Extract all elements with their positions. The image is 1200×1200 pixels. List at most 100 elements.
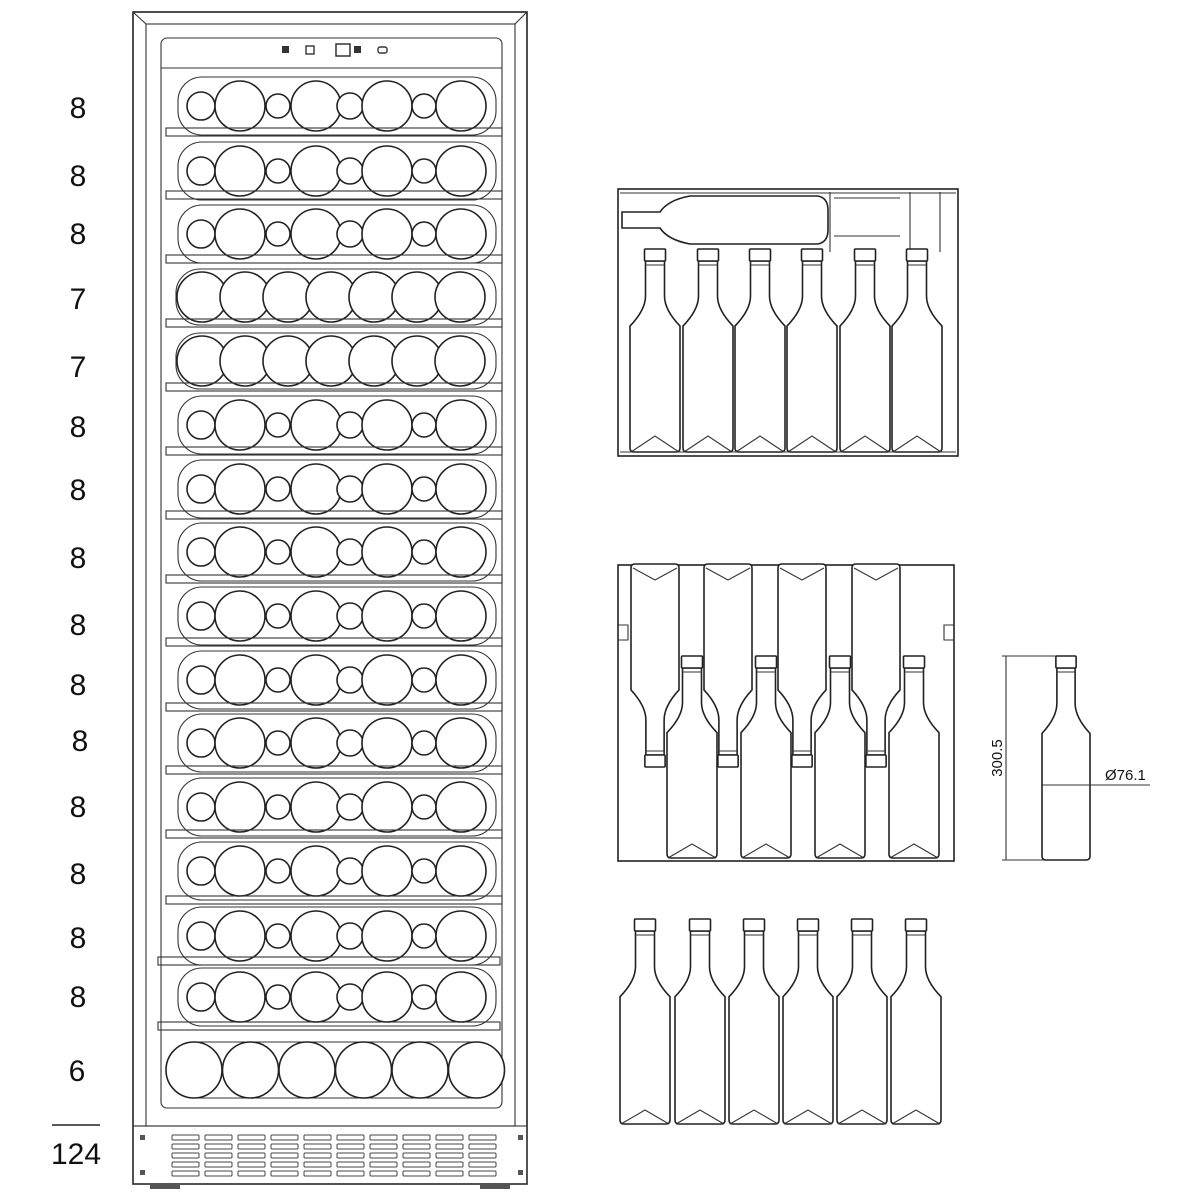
shelf-row [177, 967, 497, 1027]
shelf-count: 8 [72, 725, 89, 758]
bottle-end [411, 476, 437, 502]
bottle-outline [629, 248, 681, 453]
bottle-end [336, 857, 364, 885]
lying-bottle [621, 195, 829, 245]
bottle-cradle [853, 567, 899, 581]
vent-slot [171, 1134, 200, 1141]
vent-slot [204, 1143, 233, 1150]
shelf-rail [165, 510, 503, 520]
vent-slot [402, 1170, 431, 1177]
bottle-outline [890, 918, 942, 1125]
vent-slot [468, 1152, 497, 1159]
bottle-end [265, 539, 291, 565]
vent-slot [468, 1161, 497, 1168]
bottle-end [361, 526, 413, 578]
bottle-end [435, 971, 487, 1023]
bottle-end [361, 717, 413, 769]
shelf-rail [165, 190, 503, 200]
bottle-end [186, 982, 216, 1012]
vent-slot [204, 1134, 233, 1141]
bottle-height-label: 300.5 [989, 739, 1006, 777]
shelf-row [177, 522, 497, 582]
shelf-count: 8 [70, 669, 87, 702]
bottle-outline [836, 918, 888, 1125]
bottle-end [186, 921, 216, 951]
shelf-count: 8 [70, 922, 87, 955]
bottle-end [214, 654, 266, 706]
shelf-row [177, 777, 497, 837]
bottle-end [186, 156, 216, 186]
shelf-count: 8 [70, 858, 87, 891]
bottle-cradle [889, 843, 939, 859]
bottle-end [265, 984, 291, 1010]
bottle-end [411, 923, 437, 949]
display-screen [335, 43, 351, 57]
bottle-end [221, 1041, 280, 1099]
bottle-end [435, 145, 487, 197]
bottle-outline [1041, 655, 1091, 861]
bottle-end [411, 158, 437, 184]
bottle-base-mark [620, 1109, 670, 1125]
bottle-end [435, 717, 487, 769]
bottle-end [361, 971, 413, 1023]
bottle-end [336, 475, 364, 503]
shelf-count: 8 [70, 981, 87, 1014]
bottle-base-mark [891, 1109, 941, 1125]
vent-slot [237, 1152, 266, 1159]
bottle-outline [839, 248, 891, 453]
bottle-end [435, 910, 487, 962]
vent-slot [402, 1152, 431, 1159]
bottle-end [361, 208, 413, 260]
shelf-rail [165, 127, 503, 137]
shelf-row [177, 395, 497, 455]
bottle-end [186, 537, 216, 567]
vent-slot [336, 1134, 365, 1141]
standing-bottles [629, 248, 943, 453]
wine-shelves [157, 76, 506, 1099]
bottle-end [265, 93, 291, 119]
single-bottle [1041, 655, 1091, 861]
bottle-end [290, 654, 342, 706]
shelf-count: 8 [70, 474, 87, 507]
bottle-end [265, 221, 291, 247]
bottle-end [434, 335, 486, 387]
vent-slot [237, 1134, 266, 1141]
shelf-row [175, 268, 497, 326]
bottle-outline [891, 248, 943, 453]
bottle-end [265, 730, 291, 756]
bottle-end [361, 910, 413, 962]
bottle-end [214, 145, 266, 197]
bottle-end [336, 220, 364, 248]
bottle-end [186, 665, 216, 695]
bottle-outline [728, 918, 780, 1125]
bottle-end [336, 666, 364, 694]
bottle-end [435, 526, 487, 578]
bottle-end [214, 971, 266, 1023]
bottle-end [278, 1041, 336, 1099]
bottle-end [290, 526, 342, 578]
bottle-end [361, 399, 413, 451]
shelf-count: 8 [70, 411, 87, 444]
vent-slot [270, 1143, 299, 1150]
glass-panel [160, 37, 503, 1109]
vent-slot [369, 1161, 398, 1168]
bottle-end [265, 158, 291, 184]
bottle-end [411, 93, 437, 119]
bottle-end [411, 858, 437, 884]
vent-slot [204, 1152, 233, 1159]
bottle-end [361, 845, 413, 897]
bottle-cradle [840, 435, 890, 453]
shelf-row [177, 141, 497, 201]
bottle-outline [786, 248, 838, 453]
bottle-end [434, 271, 486, 323]
shelf-count: 7 [70, 351, 87, 384]
bottle-tray [177, 650, 497, 710]
bottle-end [214, 526, 266, 578]
bottle-end [435, 781, 487, 833]
bottle-end [435, 654, 487, 706]
vent-slot [270, 1134, 299, 1141]
bottle-end [336, 729, 364, 757]
screw [140, 1170, 145, 1175]
vent-slot [336, 1170, 365, 1177]
bottle-end [411, 730, 437, 756]
